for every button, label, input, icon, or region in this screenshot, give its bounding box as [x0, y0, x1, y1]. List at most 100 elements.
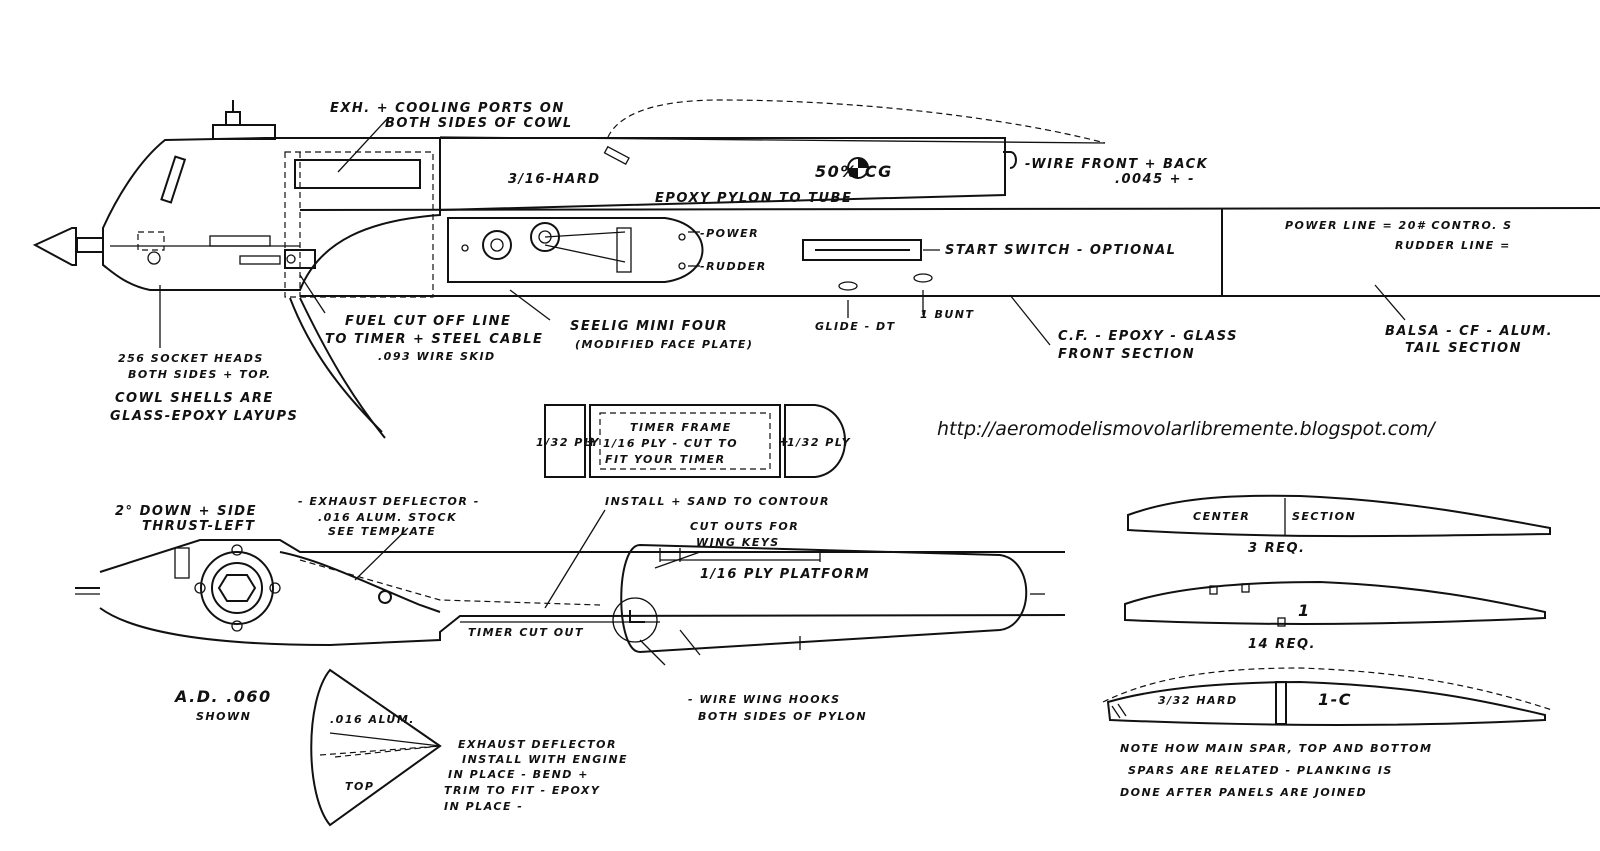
label-rudder-line: RUDDER LINE = [1395, 239, 1511, 252]
label-alum-016: .016 ALUM. [330, 713, 415, 726]
tank [209, 235, 271, 247]
exhaust-deflector-template [310, 668, 442, 827]
needle-valve [174, 547, 190, 579]
label-hard: 3/16-HARD [508, 172, 601, 187]
source-url: http://aeromodelismovolarlibremente.blog… [937, 418, 1437, 440]
label-ad-1: A.D. .060 [173, 687, 272, 706]
label-rib-1: 1 [1298, 601, 1311, 620]
label-front-section-2: FRONT SECTION [1058, 347, 1195, 362]
label-note-1: NOTE HOW MAIN SPAR, TOP AND BOTTOM [1120, 742, 1432, 755]
label-rib-1c: 1-C [1318, 690, 1352, 709]
label-tail-section-2: TAIL SECTION [1405, 341, 1522, 356]
label-section: SECTION [1292, 510, 1356, 523]
label-power-line: POWER LINE = 20# CONTRO. S [1285, 219, 1513, 232]
wire-hook [1003, 151, 1017, 169]
fuel-valve [284, 249, 316, 269]
rib-1 [1124, 580, 1546, 625]
label-cutouts-2: WING KEYS [696, 536, 780, 549]
label-socket-1: 256 SOCKET HEADS [118, 352, 264, 365]
cooling-slot [160, 155, 187, 204]
spinner [32, 227, 77, 266]
fuselage-bottom-outline [99, 607, 1066, 647]
engine-nut [217, 574, 257, 602]
label-timer-frame-2: 1/16 PLY - CUT TO [603, 437, 738, 450]
timer-cam-1 [482, 230, 512, 260]
label-fuel-cut-2: TO TIMER + STEEL CABLE [325, 332, 543, 347]
label-seelig-2: (MODIFIED FACE PLATE) [575, 338, 753, 351]
label-cowl-2: GLASS-EPOXY LAYUPS [110, 409, 298, 424]
label-power: -POWER [700, 227, 759, 240]
label-ply-platform: 1/16 PLY PLATFORM [700, 567, 870, 582]
label-note-2: SPARS ARE RELATED - PLANKING IS [1128, 764, 1393, 777]
label-timer-frame-3: FIT YOUR TIMER [605, 453, 726, 466]
bunt-hole [913, 273, 933, 283]
label-seelig-1: SEELIG MINI FOUR [570, 319, 728, 334]
deflector-screw [378, 590, 392, 604]
label-socket-2: BOTH SIDES + TOP. [128, 368, 272, 381]
label-exh-def-2: INSTALL WITH ENGINE [462, 753, 628, 766]
rib-1c [1106, 680, 1546, 726]
wing-hook-circle [612, 597, 658, 643]
pylon-platform [620, 543, 1028, 654]
label-ad-2: SHOWN [196, 710, 251, 723]
label-exh-def-3: IN PLACE - BEND + [448, 768, 589, 781]
label-req-3: 3 REQ. [1248, 541, 1305, 556]
label-exh-def-1: EXHAUST DEFLECTOR [458, 738, 617, 751]
label-install-sand: INSTALL + SAND TO CONTOUR [605, 495, 830, 508]
svg-text:+: + [778, 435, 790, 450]
wing-key-slot [603, 145, 630, 166]
timer-frame-detail [544, 404, 846, 478]
prop-shaft [76, 237, 104, 253]
label-cg: 50% CG [815, 162, 893, 181]
label-glide-dt: GLIDE - DT [815, 320, 896, 333]
label-center: CENTER [1193, 510, 1250, 523]
glide-dt-hole [838, 281, 858, 291]
fuselage-top-line [299, 207, 1600, 211]
label-rudder: -RUDDER [700, 260, 767, 273]
label-wire-skid: .093 WIRE SKID [378, 350, 496, 363]
wing-section-outline [607, 99, 1106, 144]
engine-crankcase [200, 551, 274, 625]
center-section-rib [1127, 494, 1551, 538]
label-ply-left: 1/32 PLY [536, 436, 600, 449]
label-deflector-1: - EXHAUST DEFLECTOR - [298, 495, 480, 508]
label-ply-right: 1/32 PLY [787, 436, 851, 449]
label-start-switch: START SWITCH - OPTIONAL [945, 243, 1176, 258]
label-exh-ports-2: BOTH SIDES OF COWL [385, 116, 573, 131]
label-timer-cutout: TIMER CUT OUT [468, 626, 584, 639]
start-switch [802, 239, 922, 261]
cowl-hidden-outline [284, 151, 434, 298]
label-wire-front-2: .0045 + - [1115, 172, 1195, 187]
wing-hook [629, 610, 645, 623]
label-deflector-2: .016 ALUM. STOCK [318, 511, 457, 524]
label-exh-def-5: IN PLACE - [444, 800, 523, 813]
svg-text:+: + [586, 435, 598, 450]
main-spar [1275, 681, 1287, 725]
cylinder-head [212, 124, 276, 140]
label-timer-frame-1: TIMER FRAME [630, 421, 732, 434]
timer-frame-panel [589, 404, 781, 478]
label-wing-hooks-1: - WIRE WING HOOKS [688, 693, 841, 706]
label-exh-ports-1: EXH. + COOLING PORTS ON [330, 101, 565, 116]
ply-left-panel [544, 404, 586, 478]
label-req-14: 14 REQ. [1248, 637, 1316, 652]
label-wing-hooks-2: BOTH SIDES OF PYLON [698, 710, 867, 723]
label-exh-def-4: TRIM TO FIT - EPOXY [444, 784, 600, 797]
label-wire-front-1: -WIRE FRONT + BACK [1025, 157, 1208, 172]
label-cutouts-1: CUT OUTS FOR [690, 520, 799, 533]
label-thrust-1: 2° DOWN + SIDE [115, 504, 257, 519]
socket-head [147, 251, 161, 265]
label-fuel-cut-1: FUEL CUT OFF LINE [345, 314, 511, 329]
wing-ribs [1102, 494, 1553, 726]
fuselage-top-view [75, 509, 1066, 666]
label-deflector-3: SEE TEMPLATE [328, 525, 436, 538]
label-tail-section-1: BALSA - CF - ALUM. [1385, 324, 1553, 339]
deflector-shape [310, 668, 442, 827]
fuselage-top-outline [99, 539, 1065, 573]
label-hard-332: 3/32 HARD [1158, 694, 1238, 707]
label-top: TOP [345, 780, 374, 793]
label-bunt: 1 BUNT [920, 308, 975, 321]
label-epoxy-pylon: EPOXY PYLON TO TUBE [655, 191, 852, 206]
exhaust-deflector-top [279, 551, 441, 613]
